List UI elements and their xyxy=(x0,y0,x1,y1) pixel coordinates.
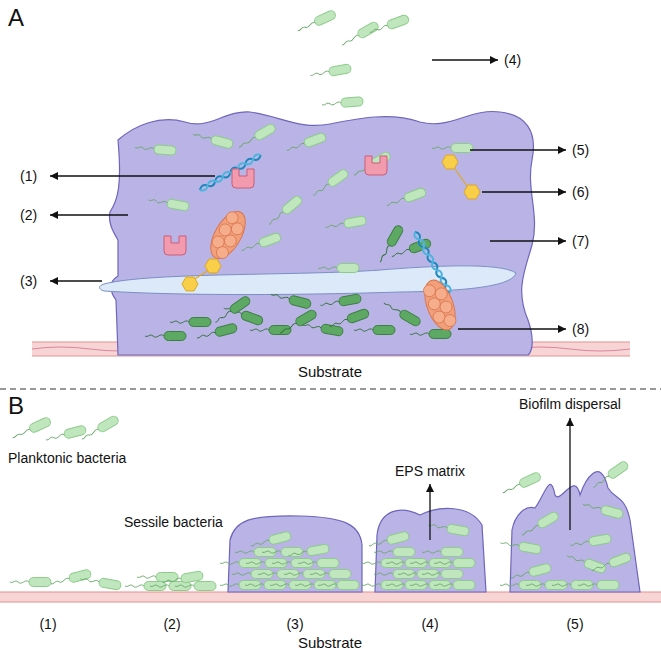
panel-letter: B xyxy=(8,392,24,420)
callout-number: (3) xyxy=(286,616,303,632)
callout-number: (2) xyxy=(163,616,180,632)
callout-number: (1) xyxy=(39,616,56,632)
callout-number: (5) xyxy=(572,142,589,158)
callout-number: (8) xyxy=(572,321,589,337)
callout-number: (1) xyxy=(20,168,37,184)
callout-number: (6) xyxy=(572,184,589,200)
panel-letter: A xyxy=(8,4,24,32)
stage-label: EPS matrix xyxy=(395,463,465,479)
callout-number: (7) xyxy=(572,233,589,249)
callout-number: (4) xyxy=(421,616,438,632)
stage-label: Sessile bacteria xyxy=(124,514,223,530)
callout-number: (5) xyxy=(566,616,583,632)
callout-number: (2) xyxy=(20,207,37,223)
substrate-label: Substrate xyxy=(298,363,362,380)
callout-number: (4) xyxy=(504,52,521,68)
substrate-label: Substrate xyxy=(298,634,362,651)
callout-number: (3) xyxy=(20,273,37,289)
stage-label: Biofilm dispersal xyxy=(519,396,621,412)
stage-label: Planktonic bacteria xyxy=(8,450,126,466)
